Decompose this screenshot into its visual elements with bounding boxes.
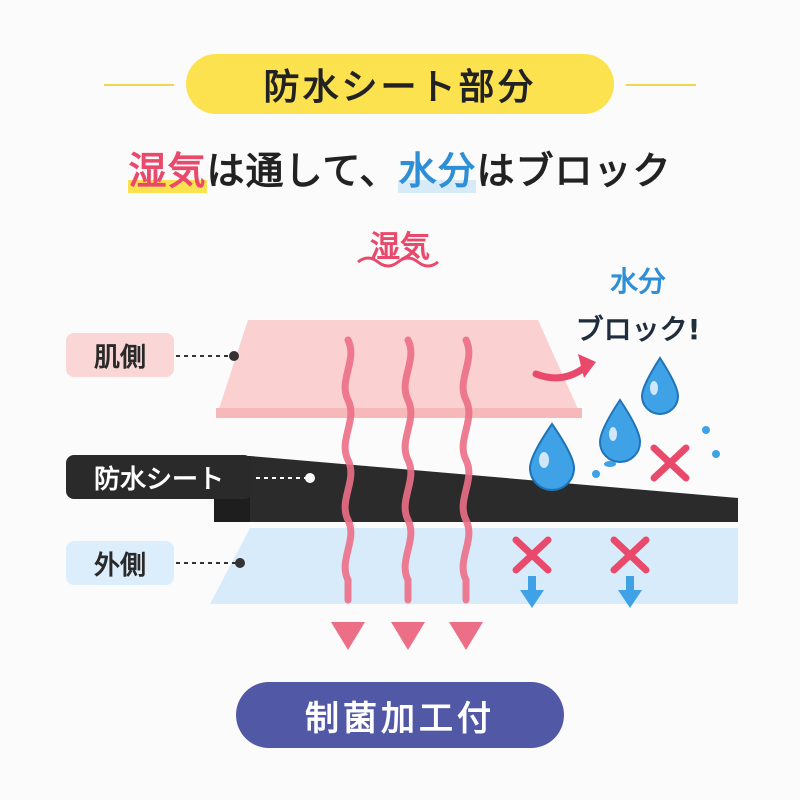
- skin-layer: [216, 320, 582, 418]
- splash-droplet: [702, 426, 710, 434]
- moisture-arrowhead-1: [331, 622, 365, 650]
- title-rule-left: [104, 84, 174, 86]
- water-drop-icon: [640, 356, 680, 415]
- title-rule-right: [626, 84, 696, 86]
- down-arrow-icon: [520, 576, 544, 608]
- waterproof-sheet-layer: [214, 456, 738, 522]
- outer-leader-dot: [235, 558, 245, 568]
- outer-side-label: 外側: [66, 541, 174, 585]
- blocked-x-icon: [650, 444, 690, 482]
- splash-droplet: [712, 450, 720, 458]
- title-banner: 防水シート部分: [0, 54, 800, 114]
- blocked-x-icon: [610, 536, 650, 574]
- blocked-x-icon: [512, 536, 552, 574]
- water-drop-icon: [598, 398, 642, 463]
- moisture-arrowhead-3: [449, 622, 483, 650]
- subtitle-pass-text: は通して、: [206, 149, 399, 193]
- down-arrow-icon: [618, 576, 642, 608]
- moisture-wave-icon: [357, 256, 439, 268]
- drop-shine: [650, 381, 658, 395]
- splash-droplet: [592, 470, 600, 478]
- water-drop-icon: [528, 422, 576, 491]
- subtitle-block-text: はブロック: [476, 149, 672, 193]
- block-label: ブロック!: [575, 313, 701, 346]
- skin-side-label: 肌側: [66, 333, 174, 377]
- subtitle: 湿気は通して、水分はブロック: [0, 140, 800, 195]
- water-block-label: 水分 ブロック!: [548, 258, 728, 354]
- drop-shine: [609, 427, 617, 441]
- splash-droplet: [604, 461, 616, 467]
- bounce-arrowhead: [578, 354, 596, 378]
- moisture-arrow-1: [341, 336, 355, 604]
- water-label: 水分: [609, 265, 666, 298]
- skin-leader-dot: [229, 351, 239, 361]
- moisture-arrow-3: [459, 336, 473, 604]
- waterproof-sheet-label: 防水シート: [66, 455, 252, 499]
- moisture-arrowhead-2: [391, 622, 425, 650]
- moisture-arrow-2: [401, 336, 415, 604]
- subtitle-moisture: 湿気: [128, 149, 207, 193]
- subtitle-water: 水分: [398, 149, 477, 193]
- bounce-arrow: [532, 364, 588, 382]
- outer-layer: [210, 528, 738, 604]
- drop-shine: [539, 452, 549, 468]
- sheet-leader-dot: [305, 473, 315, 483]
- antibacterial-badge: 制菌加工付: [236, 682, 564, 748]
- skin-layer-edge: [216, 408, 582, 418]
- moisture-label: 湿気: [370, 230, 430, 265]
- page-title: 防水シート部分: [186, 54, 614, 114]
